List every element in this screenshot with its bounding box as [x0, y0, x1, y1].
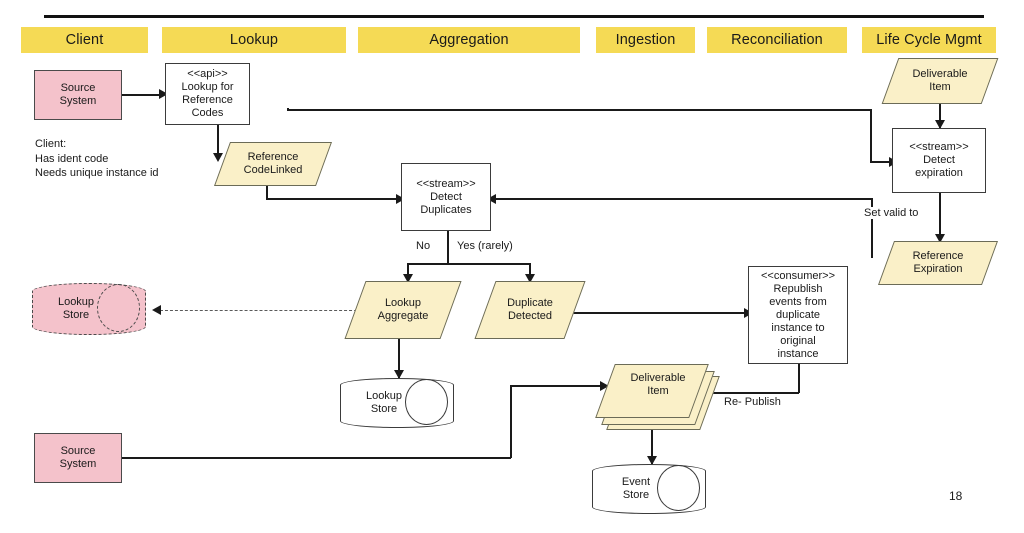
arrowhead: [152, 305, 161, 315]
node-label: Lookup Store: [57, 296, 95, 321]
arrowhead: [934, 120, 945, 129]
lane-header-life-cycle-mgmt: Life Cycle Mgmt: [862, 27, 996, 53]
node-source-system-top[interactable]: Source System: [34, 70, 122, 120]
arrowhead: [396, 193, 405, 204]
lane-label: Lookup: [229, 32, 279, 48]
arrowhead: [934, 234, 945, 243]
node-label: Source System: [59, 445, 97, 470]
edge-lcm-drop: [870, 109, 872, 162]
arrowhead: [402, 274, 413, 283]
edge-deliverableitem-to-detectexpiration: [939, 104, 941, 128]
node-republish-consumer[interactable]: <<consumer>> Republish events from dupli…: [748, 266, 848, 364]
edge-sourcesystem-riser: [510, 385, 512, 458]
edge-republish-to-deliverable: [700, 392, 799, 394]
node-label: Event Store: [621, 476, 651, 501]
edge-branch-yes: [529, 263, 531, 281]
lane-header-client: Client: [21, 27, 148, 53]
edge-refcodelinked-down: [266, 186, 268, 199]
node-label: <<consumer>> Republish events from dupli…: [761, 269, 835, 360]
node-duplicate-detected[interactable]: Duplicate Detected: [474, 281, 586, 339]
node-detect-duplicates[interactable]: <<stream>> Detect Duplicates: [401, 163, 491, 231]
edge-into-deliverable-left: [510, 385, 605, 387]
arrowhead: [600, 380, 609, 391]
lane-header-lookup: Lookup: [162, 27, 346, 53]
edge-republish-drop: [798, 364, 800, 393]
lane-label: Aggregation: [429, 32, 509, 48]
node-label: Lookup Aggregate: [377, 297, 429, 322]
node-label: <<api>> Lookup for Reference Codes: [181, 68, 234, 119]
node-deliverable-item-stack[interactable]: Deliverable Item: [595, 358, 720, 430]
cylinder-cap: [96, 284, 140, 332]
edge-into-detect-expiration: [870, 161, 892, 163]
lane-header-aggregation: Aggregation: [358, 27, 580, 53]
node-lookup-aggregate[interactable]: Lookup Aggregate: [344, 281, 462, 339]
node-reference-expiration[interactable]: Reference Expiration: [877, 241, 999, 285]
arrowhead: [524, 274, 535, 283]
edge-deliverable-to-eventstore: [651, 428, 653, 464]
edge-duplicatedetected-to-republish: [570, 312, 748, 314]
lane-header-ingestion: Ingestion: [596, 27, 695, 53]
edge-lookupapi-to-refcodelinked: [217, 124, 219, 160]
node-source-system-bottom[interactable]: Source System: [34, 433, 122, 483]
node-label: Reference CodeLinked: [243, 151, 303, 176]
node-deliverable-item-lcm[interactable]: Deliverable Item: [881, 58, 999, 104]
edge-branch-no: [407, 263, 409, 281]
lane-label: Ingestion: [615, 32, 676, 48]
node-label: Duplicate Detected: [507, 297, 553, 322]
arrowhead: [159, 89, 168, 99]
edge-sourcesystem-bottom-right: [122, 457, 511, 459]
node-label: Source System: [59, 82, 97, 107]
edge-branch-bar: [407, 263, 530, 265]
node-label: Deliverable Item: [912, 68, 968, 93]
annotation-client-note: Client: Has ident code Needs unique inst…: [35, 138, 159, 179]
edge-refexpiration-riser: [871, 198, 873, 258]
node-event-store[interactable]: Event Store: [592, 464, 706, 514]
lane-label: Reconciliation: [731, 32, 823, 48]
edge-lookupaggregate-to-cache: [160, 310, 357, 311]
edge-lookupaggregate-to-lookupstore: [398, 339, 400, 378]
edge-detectexpiration-to-refexpiration: [939, 193, 941, 241]
node-lookup-store-cache[interactable]: Lookup Store: [32, 283, 146, 335]
arrowhead: [646, 456, 657, 465]
header-rule: [44, 15, 984, 18]
edge-refcodelinked-to-detectdup: [266, 198, 399, 200]
cylinder-cap: [404, 379, 448, 425]
page-number: 18: [949, 489, 963, 503]
lane-header-reconciliation: Reconciliation: [707, 27, 847, 53]
edge-source-to-lookupapi: [122, 94, 162, 96]
node-lookup-api[interactable]: <<api>> Lookup for Reference Codes: [165, 63, 250, 125]
edge-label-set-valid-to: Set valid to: [862, 207, 921, 219]
lane-label: Client: [65, 32, 104, 48]
node-label: Deliverable Item: [630, 372, 686, 397]
edge-label-yes-rarely: Yes (rarely): [455, 240, 515, 252]
edge-label-republish: Re- Publish: [722, 396, 783, 408]
node-detect-expiration[interactable]: <<stream>> Detect expiration: [892, 128, 986, 193]
cylinder-cap: [656, 465, 700, 511]
arrowhead: [393, 370, 404, 379]
edge-lookup-to-lcm-top: [287, 109, 872, 111]
lane-label: Life Cycle Mgmt: [876, 32, 982, 48]
edge-label-no: No: [414, 240, 433, 252]
node-label: Reference Expiration: [912, 250, 964, 275]
edge-refexpiration-back-left: [491, 198, 873, 200]
node-label: <<stream>> Detect Duplicates: [416, 177, 476, 216]
arrowhead: [487, 193, 496, 204]
edge-detectdup-stem: [447, 231, 449, 264]
node-lookup-store-db[interactable]: Lookup Store: [340, 378, 454, 428]
arrowhead: [212, 153, 223, 162]
node-reference-code-linked[interactable]: Reference CodeLinked: [213, 142, 333, 186]
node-label: <<stream>> Detect expiration: [909, 141, 969, 179]
node-label: Lookup Store: [365, 390, 403, 415]
